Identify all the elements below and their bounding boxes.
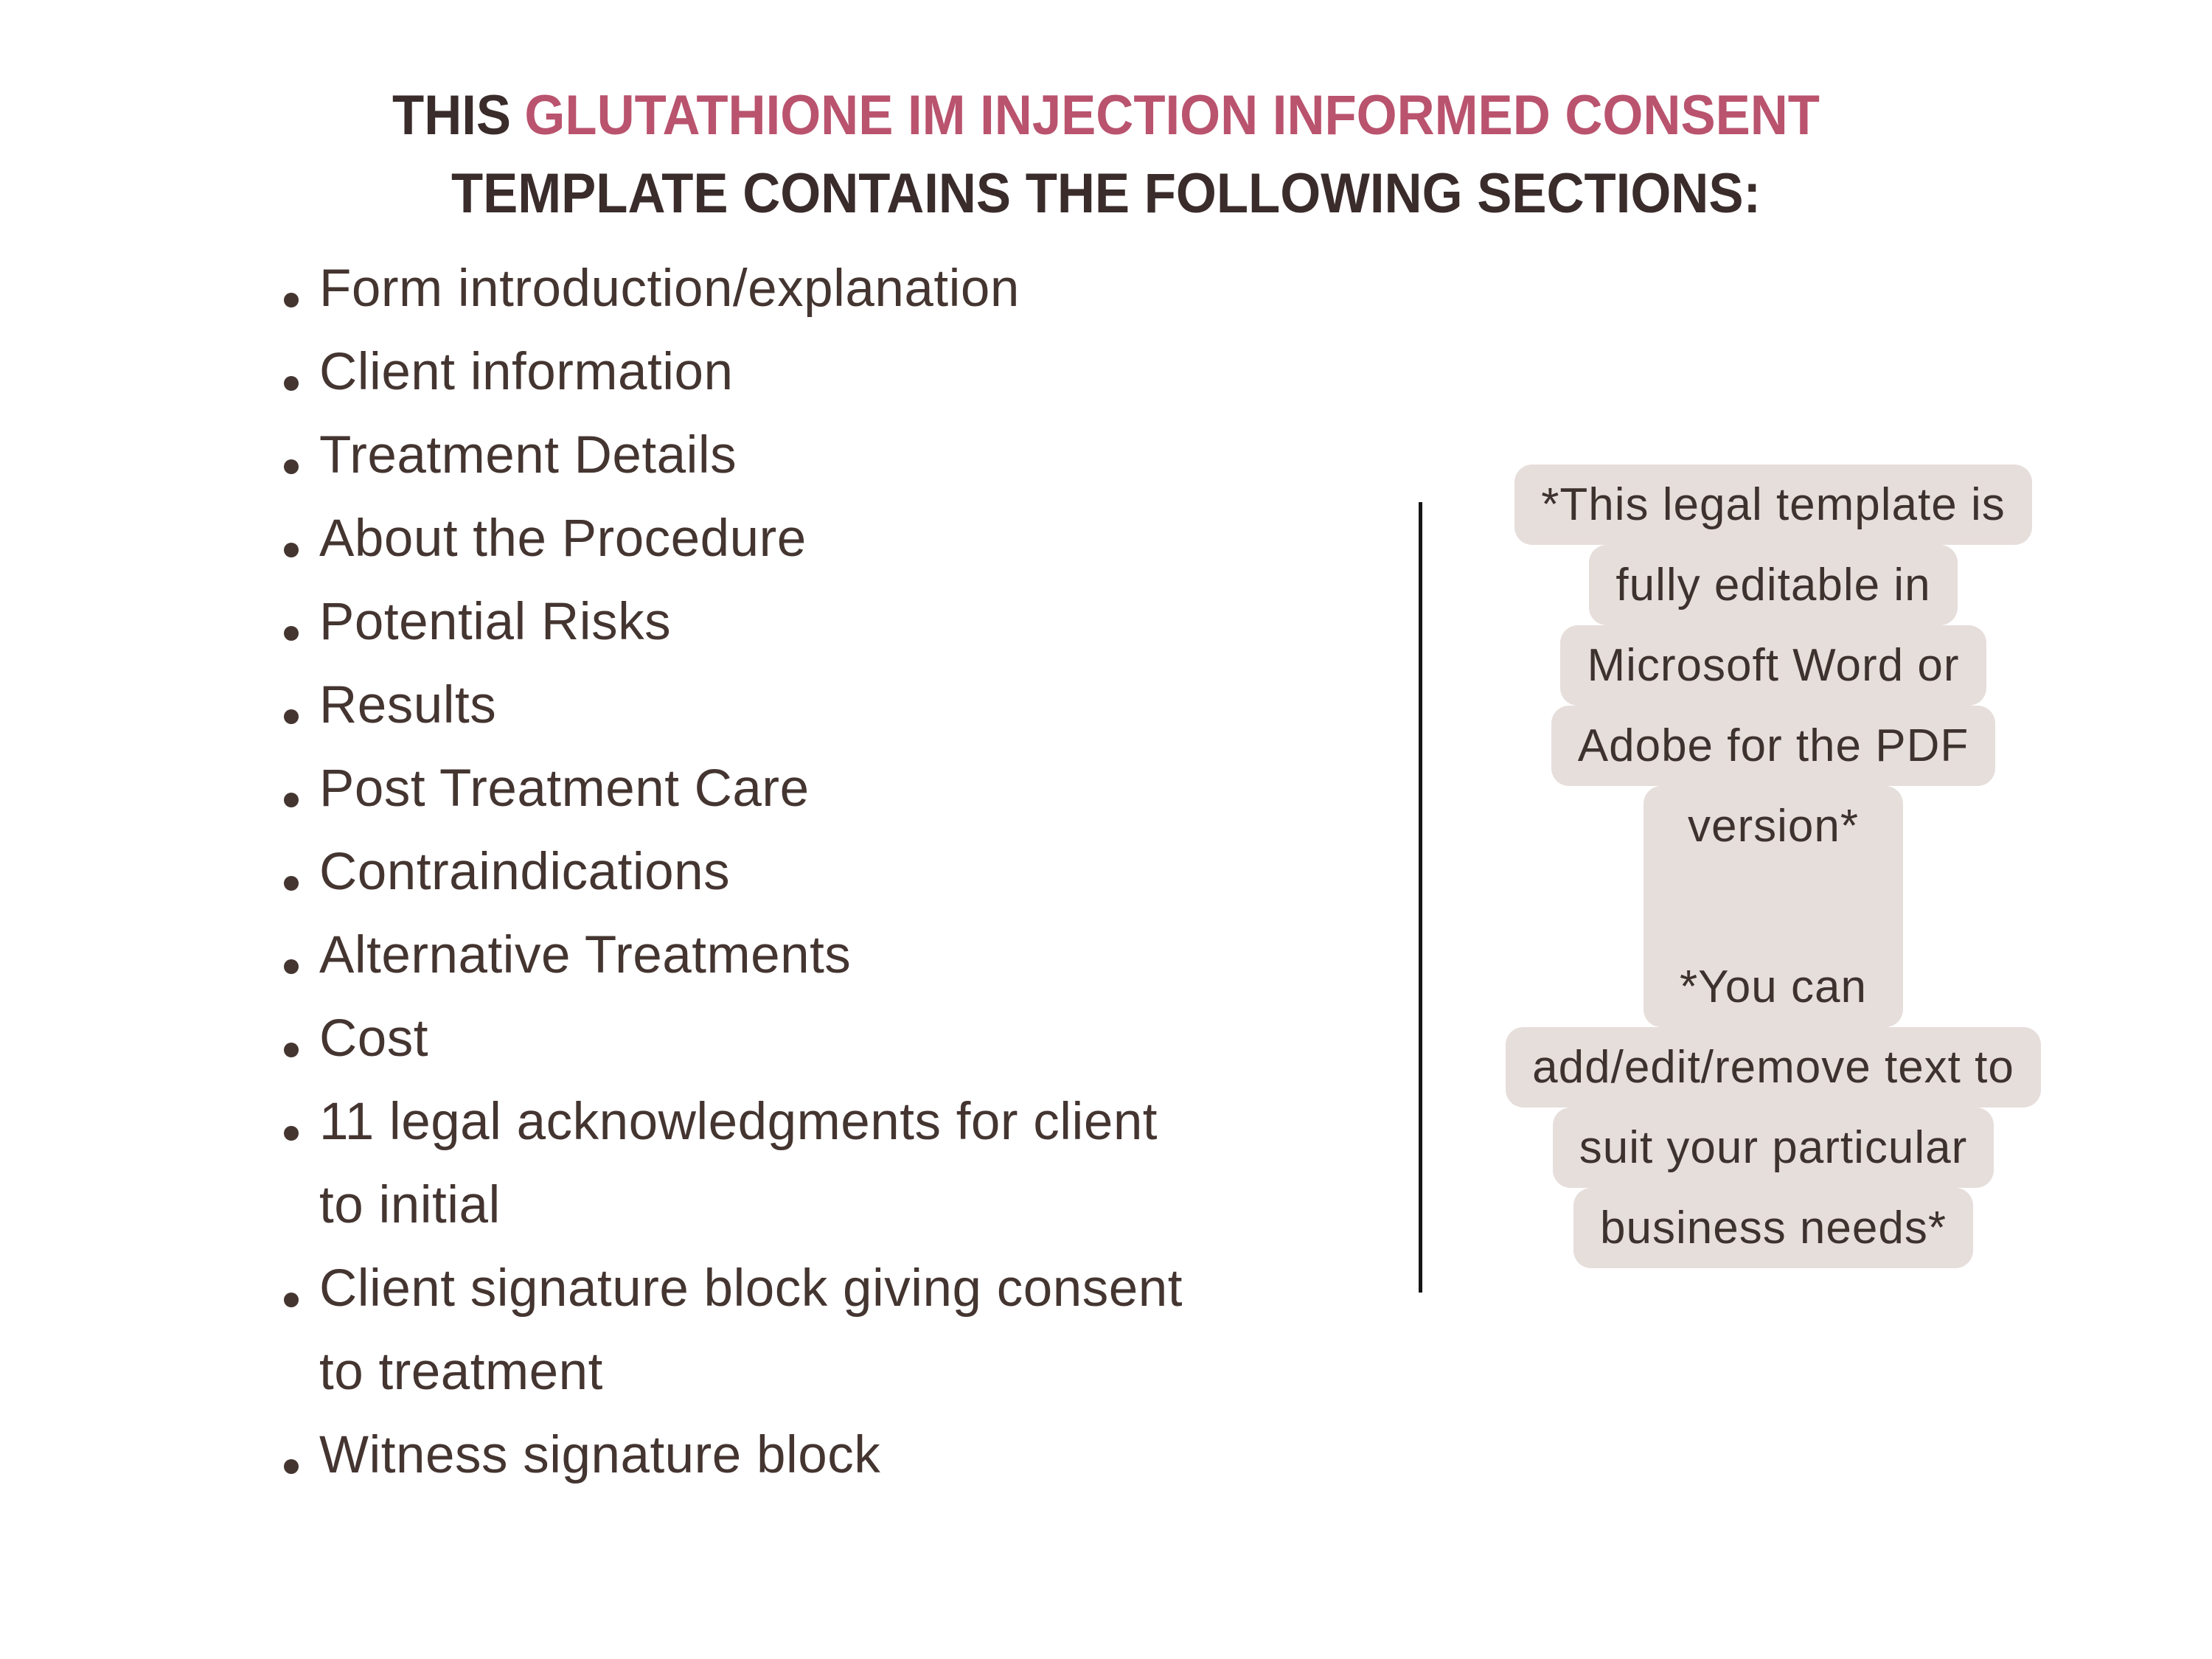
list-item: Witness signature block: [284, 1413, 1390, 1497]
list-item-label: Alternative Treatments: [319, 926, 852, 984]
title-prefix-text: THIS: [392, 84, 512, 147]
bullet-dot-icon: [284, 543, 299, 557]
list-item: About the Procedure: [284, 497, 1390, 580]
list-item: Client information: [284, 330, 1390, 414]
list-item-label: to treatment: [319, 1343, 603, 1401]
bullet-dot-icon: [284, 293, 299, 307]
list-item-label: About the Procedure: [319, 509, 807, 568]
bullet-dot-icon: [284, 1043, 299, 1057]
list-item-continuation: to initial: [284, 1164, 1390, 1247]
note-line: add/edit/remove text to: [1506, 1027, 2041, 1107]
bullet-dot-icon: [284, 709, 299, 724]
list-item: Cost: [284, 997, 1390, 1080]
note-line: fully editable in: [1589, 545, 1958, 625]
title-accent-text: GLUTATHIONE IM INJECTION INFORMED CONSEN…: [524, 84, 1820, 147]
list-item: Client signature block giving consent: [284, 1247, 1390, 1330]
list-item: Treatment Details: [284, 414, 1390, 497]
list-item: 11 legal acknowledgments for client: [284, 1080, 1390, 1164]
bullet-dot-icon: [284, 459, 299, 474]
note-callout: *This legal template is fully editable i…: [1464, 465, 2083, 1268]
list-item-label: to initial: [319, 1176, 501, 1234]
list-item-label: Cost: [319, 1009, 428, 1068]
bullet-dot-icon: [284, 1459, 299, 1474]
title-line-2: TEMPLATE CONTAINS THE FOLLOWING SECTIONS…: [451, 162, 1761, 225]
list-item-label: 11 legal acknowledgments for client: [319, 1093, 1158, 1151]
list-item-label: Form introduction/explanation: [319, 260, 1020, 318]
list-item-label: Contraindications: [319, 843, 731, 901]
list-item: Post Treatment Care: [284, 747, 1390, 830]
bullet-dot-icon: [284, 959, 299, 974]
list-item-label: Witness signature block: [319, 1426, 881, 1484]
list-item-label: Treatment Details: [319, 426, 737, 484]
note-line: Adobe for the PDF: [1551, 706, 1996, 786]
note-line: *You can: [1680, 961, 1867, 1012]
list-item-label: Results: [319, 676, 497, 734]
note-line: suit your particular: [1552, 1107, 1994, 1188]
list-item-label: Client information: [319, 343, 734, 401]
list-item: Contraindications: [284, 830, 1390, 914]
bullet-dot-icon: [284, 626, 299, 641]
note-line: business needs*: [1573, 1188, 1973, 1268]
sections-list: Form introduction/explanation Client inf…: [284, 247, 1390, 1497]
divider-line: [1419, 502, 1422, 1293]
list-item: Potential Risks: [284, 580, 1390, 664]
note-blank-line: [1644, 866, 1903, 947]
list-item-label: Client signature block giving consent: [319, 1259, 1183, 1318]
bullet-dot-icon: [284, 876, 299, 891]
list-item-label: Potential Risks: [319, 593, 672, 651]
list-item: Form introduction/explanation: [284, 247, 1390, 330]
bullet-dot-icon: [284, 793, 299, 807]
bullet-dot-icon: [284, 376, 299, 391]
note-line: *This legal template is: [1514, 465, 2032, 545]
list-item-label: Post Treatment Care: [319, 759, 810, 818]
note-line: Microsoft Word or: [1560, 625, 1986, 706]
note-middle-block: version* *You can: [1644, 786, 1903, 1027]
list-item: Alternative Treatments: [284, 914, 1390, 997]
bullet-dot-icon: [284, 1126, 299, 1141]
list-item: Results: [284, 664, 1390, 747]
bullet-dot-icon: [284, 1293, 299, 1307]
note-line: version*: [1688, 801, 1859, 852]
list-item-continuation: to treatment: [284, 1330, 1390, 1413]
